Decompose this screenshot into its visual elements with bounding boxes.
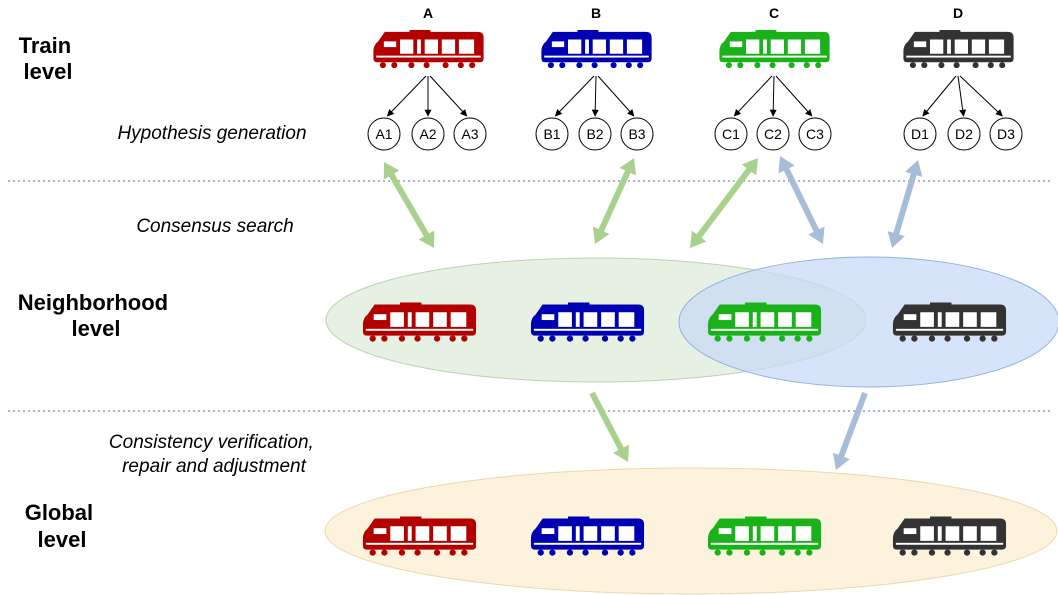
consensus-arrow-d1: [887, 160, 923, 248]
hypothesis-arrow-b1: [554, 75, 595, 117]
neighborhood-level-label: Neighborhood level: [18, 290, 174, 341]
consensus-arrow-c1: [690, 158, 758, 248]
hypothesis-node-d2: [947, 117, 981, 151]
verification-arrow-blue: [832, 391, 868, 470]
global-level-line-1: Global: [25, 500, 93, 525]
hypothesis-label-c3: C3: [806, 126, 824, 142]
consensus-arrows: [383, 156, 923, 470]
hypothesis-node-d3: [989, 117, 1023, 151]
hypothesis-label-b2: B2: [586, 126, 603, 142]
hypothesis-label-a2: A2: [419, 126, 436, 142]
train-level-line-2: level: [24, 59, 73, 84]
train-c-icon: [719, 30, 830, 68]
train-letter-d: D: [953, 5, 963, 21]
hypothesis-generation-label: Hypothesis generation: [117, 123, 306, 144]
hypothesis-arrow-b2: [591, 75, 599, 117]
hypothesis-label-c2: C2: [764, 126, 782, 142]
hypothesis-node-a1: [367, 117, 401, 151]
train-letter-c: C: [769, 5, 779, 21]
hypothesis-label-d1: D1: [911, 126, 929, 142]
hypothesis-arrow-a3: [429, 75, 468, 117]
train-level-line-1: Train: [19, 33, 72, 58]
hypothesis-arrow-c1: [733, 75, 773, 117]
hypothesis-arrow-d1: [922, 75, 957, 117]
neighborhood-blue-ellipse: [678, 256, 1058, 388]
global-level-label: Global level: [25, 500, 100, 552]
hypothesis-node-b1: [535, 117, 569, 151]
verification-arrow-green: [589, 391, 630, 462]
train-letter-b: B: [591, 5, 601, 21]
hypothesis-label-a1: A1: [375, 126, 392, 142]
hypothesis-arrow-d3: [959, 75, 1003, 117]
hypothesis-node-a2: [411, 117, 445, 151]
consensus-search-label: Consensus search: [136, 216, 293, 237]
hypothesis-label-b1: B1: [543, 126, 560, 142]
hypothesis-arrow-c2: [769, 75, 777, 117]
hypothesis-label-b3: B3: [628, 126, 645, 142]
hypothesis-arrow-b3: [597, 75, 635, 117]
train-letter-a: A: [423, 5, 433, 21]
hypothesis-node-c2: [756, 117, 790, 151]
hypothesis-arrow-a1: [386, 75, 427, 117]
global-ellipse: [324, 467, 1058, 595]
hypothesis-arrow-c3: [775, 75, 813, 117]
consensus-arrow-a1: [383, 162, 435, 248]
train-level-label: Train level: [19, 33, 78, 84]
hypothesis-circles: A1 A2 A3 B1 B2 B3 C1 C2 C3 D1 D2 D3: [367, 117, 1023, 151]
hypothesis-node-a3: [453, 117, 487, 151]
global-level-line-2: level: [38, 527, 87, 552]
train-level-trains: A B C D: [373, 5, 1014, 68]
hypothesis-arrow-d2: [957, 75, 967, 117]
consensus-arrow-c2: [778, 156, 825, 244]
hypothesis-node-c3: [798, 117, 832, 151]
hypothesis-label-d2: D2: [955, 126, 973, 142]
consistency-line-2: repair and adjustment: [122, 456, 306, 477]
hypothesis-node-c1: [714, 117, 748, 151]
consistency-verification-label: Consistency verification, repair and adj…: [109, 432, 319, 477]
train-b-icon: [541, 30, 652, 68]
train-d-icon: [903, 30, 1014, 68]
hypothesis-node-d1: [903, 117, 937, 151]
hypothesis-node-b3: [620, 117, 654, 151]
neighborhood-level-line-2: level: [72, 316, 121, 341]
train-a-icon: [373, 30, 484, 68]
hypothesis-arrows: [386, 75, 1003, 117]
consistency-line-1: Consistency verification,: [109, 432, 314, 453]
consensus-arrow-b3: [592, 158, 637, 244]
hypothesis-label-a3: A3: [461, 126, 478, 142]
hypothesis-label-c1: C1: [722, 126, 740, 142]
hypothesis-node-b2: [578, 117, 612, 151]
neighborhood-level-line-1: Neighborhood: [18, 290, 168, 315]
hypothesis-label-d3: D3: [997, 126, 1015, 142]
